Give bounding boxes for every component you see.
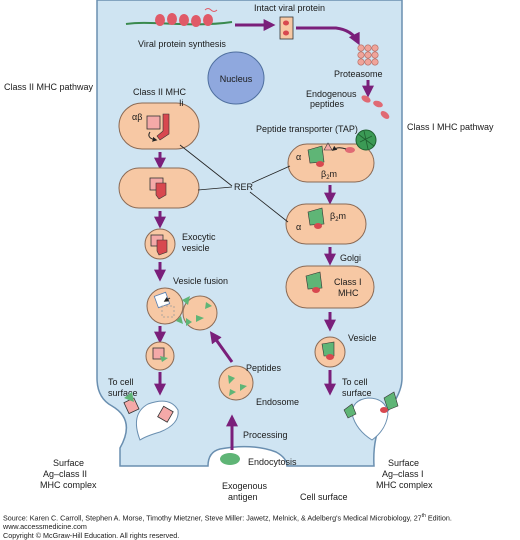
class-ii-mhc-label: Class II MHC <box>133 87 187 97</box>
alpha-label-2: α <box>296 222 301 232</box>
surface-class-ii-label-1: Surface <box>53 458 84 468</box>
invariant-chain-ii <box>156 113 170 141</box>
golgi-label: Golgi <box>340 253 361 263</box>
alpha-label-1: α <box>296 152 301 162</box>
surface-class-i-complex <box>383 391 399 411</box>
exogenous-antigen-label-1: Exogenous <box>222 481 268 491</box>
to-cell-surface-right-1: To cell <box>342 377 368 387</box>
b2m-label-1: β2m <box>321 169 337 181</box>
intact-viral-protein <box>279 16 294 40</box>
rer-connectors <box>179 144 291 223</box>
surface-class-i-label-3: MHC complex <box>376 480 433 490</box>
class-i-mhc-label-2: MHC <box>338 288 359 298</box>
endogenous-peptides <box>361 95 390 119</box>
to-cell-surface-left-2: surface <box>108 388 138 398</box>
surface-class-ii-label-2: Ag–class II <box>43 469 87 479</box>
proteasome <box>357 44 379 66</box>
nucleus-label: Nucleus <box>220 74 253 84</box>
vesicle-fusion-label: Vesicle fusion <box>173 276 228 286</box>
source-url[interactable]: www.accessmedicine.com <box>3 522 87 531</box>
processing-label: Processing <box>243 430 288 440</box>
peptides-label: Peptides <box>246 363 282 373</box>
endogenous-peptides-label-1: Endogenous <box>306 89 357 99</box>
mhc-pathway-diagram: Nucleus Viral protein synthesis Intact v… <box>4 0 494 502</box>
ab-label: αβ <box>132 112 142 122</box>
cell-surface-label: Cell surface <box>300 492 348 502</box>
exocytic-label-1: Exocytic <box>182 232 216 242</box>
b2m-label-2: β2m <box>330 211 346 223</box>
vesicle-label: Vesicle <box>348 333 377 343</box>
class-i-mhc-label-1: Class I <box>334 277 362 287</box>
endocytosis-label: Endocytosis <box>248 457 297 467</box>
golgi <box>285 265 375 309</box>
class-i-alpha-chain-1 <box>307 145 325 164</box>
arrow-endosome-to-fusion <box>209 331 234 363</box>
endocytosed-antigen <box>220 453 240 465</box>
surface-class-i-label-2: Ag–class I <box>382 469 424 479</box>
viral-protein-synthesis <box>125 8 233 27</box>
to-cell-surface-right-2: surface <box>342 388 372 398</box>
nucleus <box>207 51 265 105</box>
endogenous-peptides-label-2: peptides <box>310 99 345 109</box>
to-cell-surface-left-1: To cell <box>108 377 134 387</box>
surface-class-i-label-1: Surface <box>388 458 419 468</box>
tap-label: Peptide transporter (TAP) <box>256 124 358 134</box>
er-class-i-2 <box>285 203 367 245</box>
ii-label: Ii <box>179 98 184 108</box>
surface-class-i-membrane <box>351 397 389 441</box>
intact-viral-protein-label: Intact viral protein <box>254 3 325 13</box>
exogenous-antigen-label-2: antigen <box>228 492 258 502</box>
class-ii-ab-heterodimer <box>146 115 161 130</box>
rer-label: RER <box>234 182 254 192</box>
exocytic-label-2: vesicle <box>182 243 210 253</box>
endosome-label: Endosome <box>256 397 299 407</box>
source-citation: Source: Karen C. Carroll, Stephen A. Mor… <box>3 513 452 523</box>
class-ii-pathway-label: Class II MHC pathway <box>4 82 94 92</box>
tap-transporter <box>355 129 377 151</box>
class-i-pathway-label: Class I MHC pathway <box>407 122 494 132</box>
proteasome-label: Proteasome <box>334 69 383 79</box>
surface-class-ii-label-3: MHC complex <box>40 480 97 490</box>
copyright: Copyright © McGraw-Hill Education. All r… <box>3 531 180 540</box>
surface-class-ii-complex <box>123 397 140 415</box>
endosome <box>218 365 254 401</box>
viral-protein-synthesis-label: Viral protein synthesis <box>138 39 226 49</box>
fused-vesicles <box>146 287 218 331</box>
arrow-protein-to-proteasome <box>296 26 360 46</box>
